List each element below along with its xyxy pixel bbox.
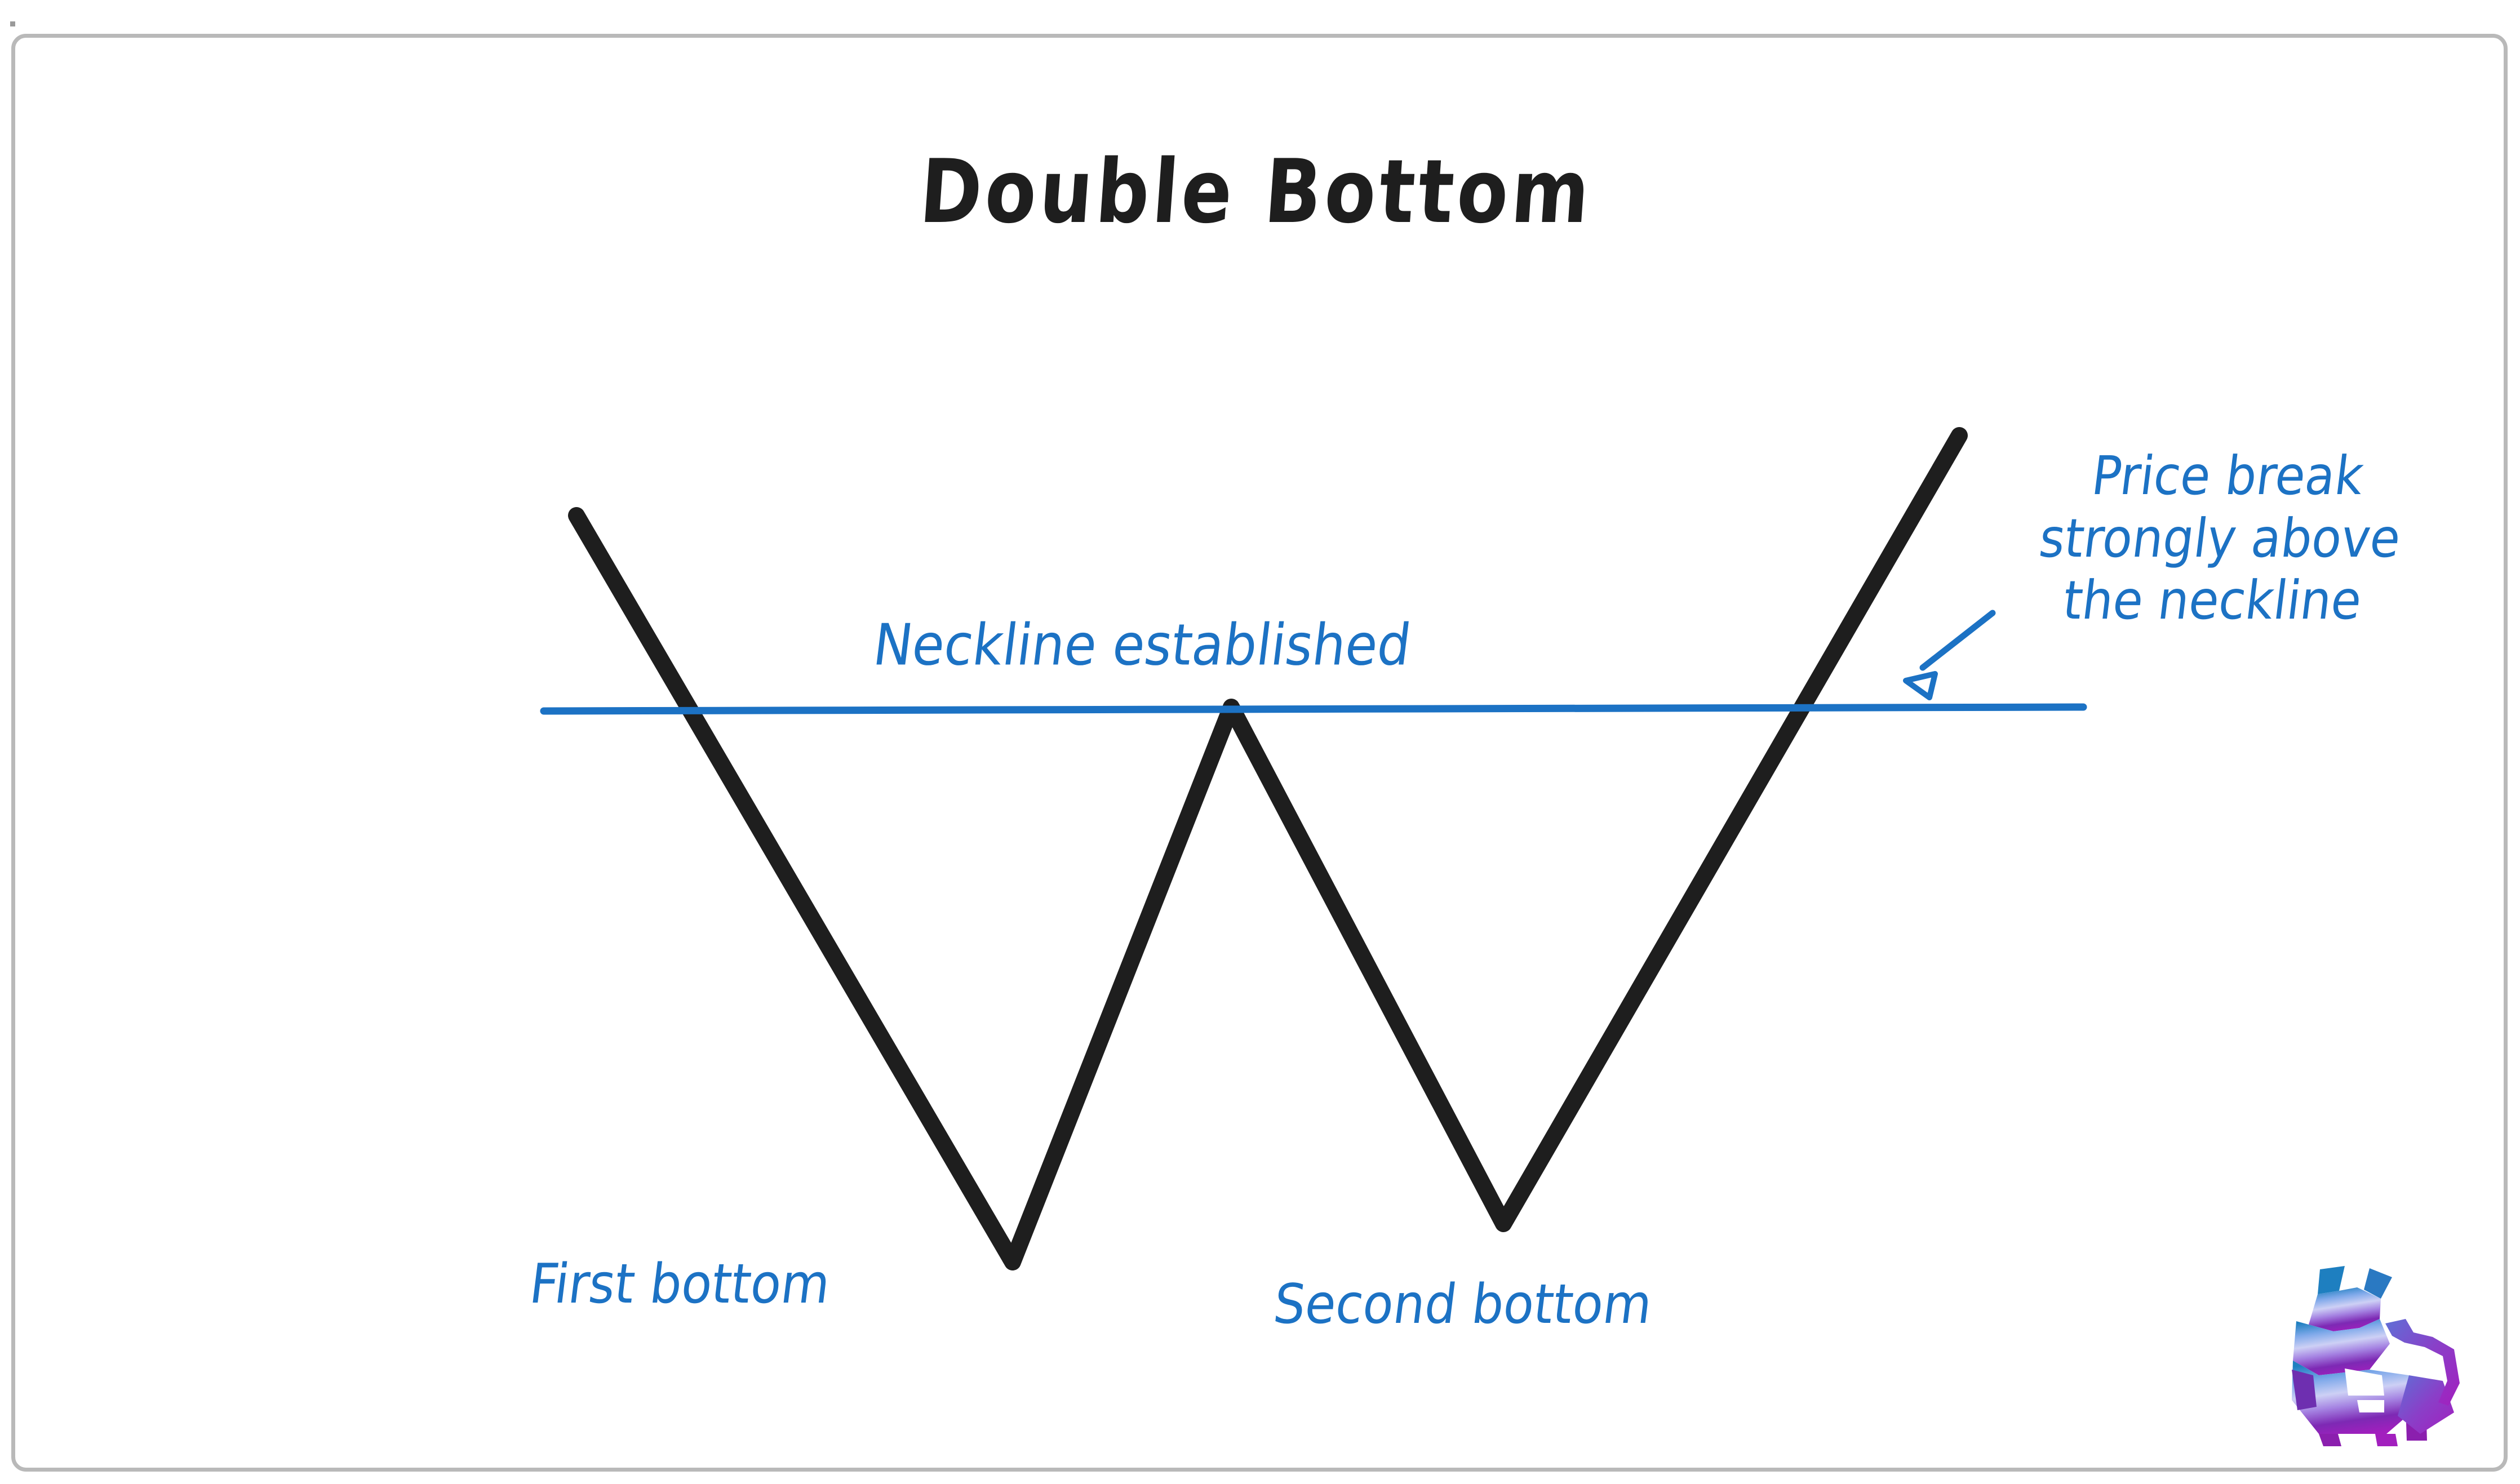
first-bottom-label: First bottom: [526, 1252, 834, 1316]
price-path-polyline: [568, 427, 1968, 1270]
breakout-annotation-line-1: Price break: [2088, 445, 2367, 507]
corner-marker-dot: [10, 21, 15, 26]
second-bottom-label: Second bottom: [1270, 1272, 1656, 1336]
breakout-annotation-line-2: strongly above: [2036, 507, 2404, 570]
bull-logo-icon: [2292, 1266, 2460, 1446]
breakout-arrow-head-icon: [1903, 671, 1938, 700]
breakout-annotation: Price break strongly above the neckline: [1983, 445, 2457, 632]
breakout-annotation-line-3: the neckline: [2060, 570, 2365, 632]
neckline-line: [540, 703, 2087, 715]
neckline-label: Neckline established: [869, 612, 1415, 678]
breakout-arrow-shaft: [1919, 610, 1996, 671]
